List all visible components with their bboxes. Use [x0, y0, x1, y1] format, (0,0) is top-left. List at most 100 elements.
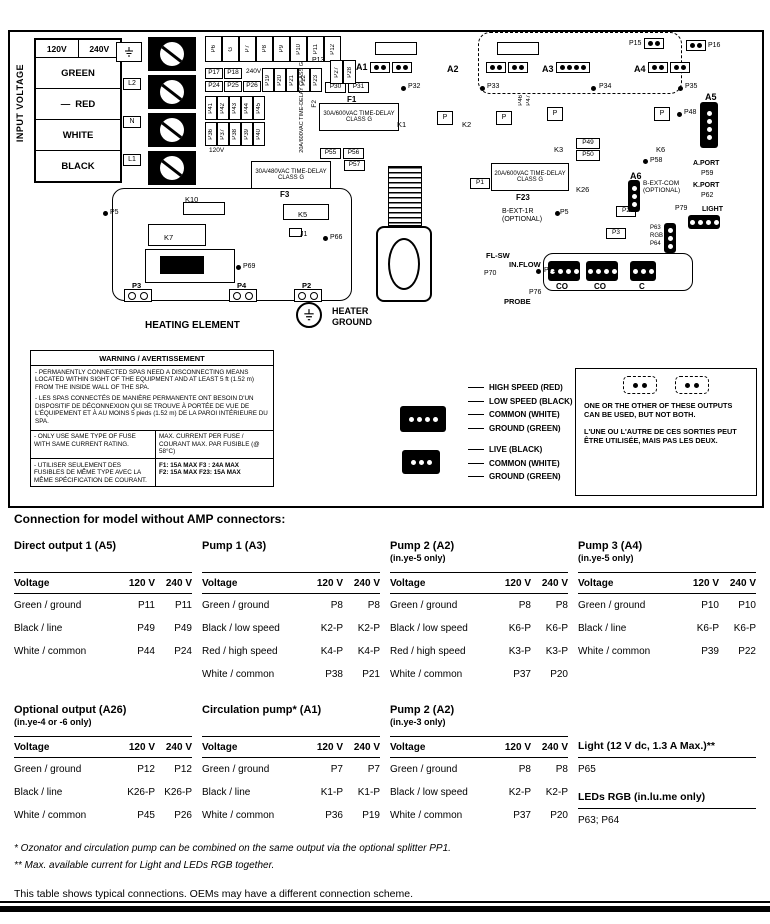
table-title: Pump 2 (A2) [390, 540, 455, 552]
part-box: 30A/480VAC TIME-DELAY CLASS G [251, 161, 331, 189]
wire-row-white: WHITE [36, 120, 120, 151]
part-box: L1 [123, 154, 141, 166]
table-title-block: Direct output 1 (A5) [14, 540, 192, 572]
connector-black [402, 450, 440, 474]
connector [644, 38, 664, 49]
part-label: 20A/600VAC TIME-DELAY CLASS G [299, 62, 305, 153]
part-box: P [437, 111, 453, 125]
value-120v: P12 [137, 764, 155, 775]
value-120v: P37 [513, 669, 531, 680]
value-120v: P38 [325, 669, 343, 680]
part-label: (OPTIONAL) [502, 216, 543, 223]
part-label: P5 [110, 209, 119, 216]
leds-block: LEDs RGB (in.lu.me only) P63; P64 [578, 791, 756, 826]
part-label: P32 [408, 83, 421, 90]
part-label: FL-SW [486, 251, 510, 260]
col-240v: 240 V [353, 741, 380, 753]
terminal-screw-gnd [148, 151, 196, 185]
part-label: K9 [174, 255, 184, 264]
component-outline [283, 204, 329, 220]
wire-row-black: BLACK [36, 151, 120, 181]
connector-black [548, 261, 580, 281]
part-label: P46 [518, 95, 524, 106]
wire-row-red: — RED [36, 89, 120, 120]
wire-name: Green / ground [14, 764, 82, 775]
value-240v: P24 [174, 646, 192, 657]
part-label: P4 [237, 281, 247, 290]
value-240v: K2-P [357, 623, 380, 634]
connector [670, 62, 690, 73]
component-outline [388, 166, 422, 226]
connection-tables-section: Connection for model without AMP connect… [14, 512, 758, 900]
section-title: Connection for model without AMP connect… [14, 512, 286, 526]
part-box: P25 [224, 81, 242, 92]
component-outline [183, 202, 225, 215]
part-label: F2 [311, 100, 318, 108]
wire-label: GROUND (GREEN) [468, 422, 573, 436]
footnote-1: * Ozonator and circulation pump can be c… [14, 843, 451, 854]
part-box: P [654, 107, 670, 121]
wire-name: Black / line [202, 787, 251, 798]
wire-name: Green / ground [390, 764, 458, 775]
part-label: J1 [300, 231, 308, 238]
value-120v: P8 [518, 600, 531, 611]
wire-name: White / common [14, 646, 87, 657]
wire-name: Red / high speed [390, 646, 466, 657]
value-240v: P19 [362, 810, 380, 821]
wire-name: Black / low speed [390, 623, 468, 634]
value-120v: P36 [325, 810, 343, 821]
connector-black [700, 102, 718, 148]
value-120v: K6-P [508, 623, 531, 634]
part-label: P3 [132, 281, 142, 290]
col-240v: 240 V [353, 577, 380, 589]
part-box: P [496, 111, 512, 125]
pin-label-box: P42 [217, 96, 229, 120]
table-title: Pump 2 (A2) [390, 704, 455, 716]
heater-ground-symbol [296, 302, 322, 328]
value-120v: K4-P [320, 646, 343, 657]
table-title: Circulation pump* (A1) [202, 704, 322, 716]
value-240v: P8 [555, 764, 568, 775]
part-label: K10 [185, 195, 199, 204]
col-120v: 120 V [316, 741, 343, 753]
wire-name: Green / ground [390, 600, 458, 611]
value-240v: P8 [367, 600, 380, 611]
value-120v: P44 [137, 646, 155, 657]
connector [392, 62, 412, 73]
part-label: CO [594, 282, 606, 291]
component-outline [289, 228, 302, 237]
wire-name: Green / ground [578, 600, 646, 611]
part-label: P59 [701, 170, 714, 177]
col-voltage: Voltage [202, 577, 238, 589]
solder-dot [103, 211, 108, 216]
wire-name: White / common [202, 810, 275, 821]
wire-label: LIVE (BLACK) [468, 443, 561, 457]
component-outline [543, 253, 693, 291]
connector [370, 62, 390, 73]
connection-table: Optional output (A26)(in.ye-4 or -6 only… [14, 704, 192, 827]
input-voltage-table: 120V 240V GREEN — RED WHITE BLACK [34, 38, 122, 183]
connector-black [630, 261, 656, 281]
wire-name: White / common [390, 669, 463, 680]
solder-dot [323, 236, 328, 241]
bottom-rule-thick [0, 906, 770, 912]
wire-label: HIGH SPEED (RED) [468, 381, 573, 395]
wire-name: White / common [390, 810, 463, 821]
part-label: P15 [629, 40, 642, 47]
part-label: P48 [684, 109, 697, 116]
dash-symbol: — [60, 98, 71, 110]
part-label: P47 [526, 95, 532, 106]
part-label: P34 [599, 83, 612, 90]
pin-label-box: P22 [298, 68, 310, 92]
wire-name: Black / low speed [202, 623, 280, 634]
wire-red-label: RED [75, 98, 96, 110]
fuse-note-fr: - UTILISER SEULEMENT DES FUSIBLES DE MÊM… [34, 461, 147, 484]
fuse-rating-table: - ONLY USE SAME TYPE OF FUSE WITH SAME C… [31, 429, 273, 487]
